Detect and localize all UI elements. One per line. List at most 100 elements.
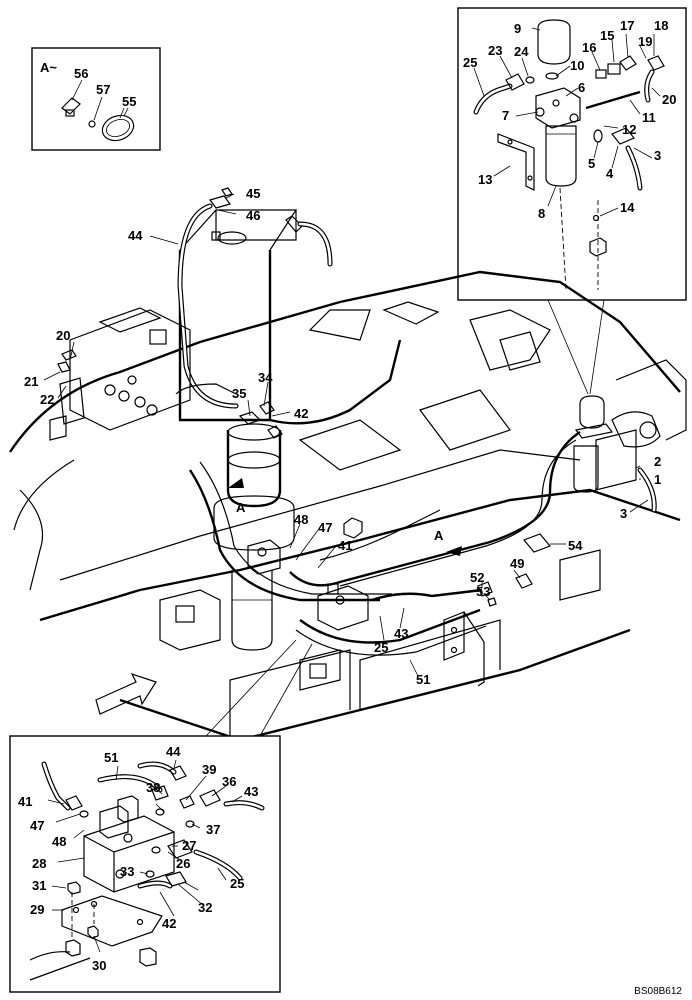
callout-32: 32 bbox=[198, 900, 212, 915]
callout-44-detail: 44 bbox=[166, 744, 181, 759]
callout-3-main: 3 bbox=[620, 506, 627, 521]
callout-8: 8 bbox=[538, 206, 545, 221]
hose-51 bbox=[299, 608, 481, 644]
detail-valve-block bbox=[83, 815, 175, 893]
callout-30: 30 bbox=[92, 958, 106, 973]
bracket-52 bbox=[443, 611, 465, 661]
callout-31: 31 bbox=[32, 878, 46, 893]
callout-54: 54 bbox=[568, 538, 583, 553]
swing-motor bbox=[226, 430, 282, 508]
callout-26: 26 bbox=[176, 856, 190, 871]
callout-52: 52 bbox=[470, 570, 484, 585]
callout-24: 24 bbox=[514, 44, 529, 59]
callout-42-main: 42 bbox=[294, 406, 308, 421]
bracket-part bbox=[497, 133, 535, 191]
callout-labels: 56 57 55 9 10 23 24 25 16 15 17 18 19 20… bbox=[18, 18, 676, 973]
frame-mid-outline bbox=[39, 488, 681, 622]
solenoid-part bbox=[611, 411, 661, 448]
callout-56: 56 bbox=[74, 66, 88, 81]
drawing-code: BS08B612 bbox=[634, 986, 682, 997]
callout-43-detail: 43 bbox=[244, 784, 258, 799]
callout-46: 46 bbox=[246, 208, 260, 223]
valve-body-part bbox=[535, 87, 581, 129]
hydraulic-tank bbox=[178, 250, 272, 422]
callout-44-main: 44 bbox=[128, 228, 143, 243]
valve-block bbox=[317, 585, 369, 631]
callout-37: 37 bbox=[206, 822, 220, 837]
callout-55: 55 bbox=[122, 94, 136, 109]
callout-1: 1 bbox=[654, 472, 661, 487]
callout-39: 39 bbox=[202, 762, 216, 777]
callout-29: 29 bbox=[30, 902, 44, 917]
callout-17: 17 bbox=[620, 18, 634, 33]
callout-45: 45 bbox=[246, 186, 260, 201]
callout-36: 36 bbox=[222, 774, 236, 789]
callout-5: 5 bbox=[588, 156, 595, 171]
callout-47-main: 47 bbox=[318, 520, 332, 535]
callout-25-box: 25 bbox=[463, 55, 477, 70]
spacer-part bbox=[589, 237, 607, 257]
detail-box-top-right bbox=[457, 7, 687, 301]
marker-label-left: A bbox=[236, 500, 246, 515]
callout-51-main: 51 bbox=[416, 672, 430, 687]
marker-arrow-left bbox=[228, 478, 244, 488]
callout-12: 12 bbox=[622, 122, 636, 137]
callout-25-detail: 25 bbox=[230, 876, 244, 891]
callout-33: 33 bbox=[120, 864, 134, 879]
accumulator-installed bbox=[579, 395, 605, 429]
callout-35: 35 bbox=[232, 386, 246, 401]
callout-19: 19 bbox=[638, 34, 652, 49]
band-part bbox=[101, 114, 135, 142]
callout-15: 15 bbox=[600, 28, 614, 43]
control-valve bbox=[69, 309, 191, 431]
callout-53: 53 bbox=[476, 584, 490, 599]
callout-34: 34 bbox=[258, 370, 273, 385]
callout-7: 7 bbox=[502, 108, 509, 123]
callout-41-main: 41 bbox=[338, 538, 352, 553]
leader-lines bbox=[43, 27, 661, 953]
callout-20-main: 20 bbox=[56, 328, 70, 343]
filter-part bbox=[545, 125, 577, 187]
callout-23: 23 bbox=[488, 43, 502, 58]
direction-arrow bbox=[95, 672, 157, 715]
callout-57: 57 bbox=[96, 82, 110, 97]
marker-label-right: A bbox=[434, 528, 444, 543]
callout-6: 6 bbox=[578, 80, 585, 95]
callout-18: 18 bbox=[654, 18, 668, 33]
callout-2: 2 bbox=[654, 454, 661, 469]
main-assembly: A A bbox=[9, 187, 687, 742]
callout-49: 49 bbox=[510, 556, 524, 571]
detail-box-frame-right bbox=[457, 7, 687, 301]
callout-20-box: 20 bbox=[662, 92, 676, 107]
detail-box-frame-bottom bbox=[9, 735, 281, 993]
callout-42-detail: 42 bbox=[162, 916, 176, 931]
callout-4: 4 bbox=[606, 166, 614, 181]
callout-48-main: 48 bbox=[294, 512, 308, 527]
callout-43-main: 43 bbox=[394, 626, 408, 641]
callout-38: 38 bbox=[146, 780, 160, 795]
callout-14: 14 bbox=[620, 200, 635, 215]
detail-bolt bbox=[67, 881, 81, 895]
callout-16: 16 bbox=[582, 40, 596, 55]
detail-box-a: A~ bbox=[31, 47, 161, 151]
hose-pilot-a bbox=[289, 431, 581, 587]
callout-13: 13 bbox=[478, 172, 492, 187]
callout-3-box: 3 bbox=[654, 148, 661, 163]
marker-arrow-right bbox=[446, 546, 462, 556]
callout-25-main: 25 bbox=[374, 640, 388, 655]
detail-plate bbox=[61, 895, 163, 947]
hose-pilot-b bbox=[189, 469, 380, 602]
callout-41-detail: 41 bbox=[18, 794, 32, 809]
accumulator-part bbox=[537, 19, 571, 65]
callout-47-detail: 47 bbox=[30, 818, 44, 833]
callout-21: 21 bbox=[24, 374, 38, 389]
callout-10: 10 bbox=[570, 58, 584, 73]
washer-part bbox=[88, 120, 96, 128]
callout-22: 22 bbox=[40, 392, 54, 407]
callout-11: 11 bbox=[642, 110, 656, 125]
callout-28: 28 bbox=[32, 856, 46, 871]
detail-box-frame bbox=[31, 47, 161, 151]
callout-51-detail: 51 bbox=[104, 750, 118, 765]
